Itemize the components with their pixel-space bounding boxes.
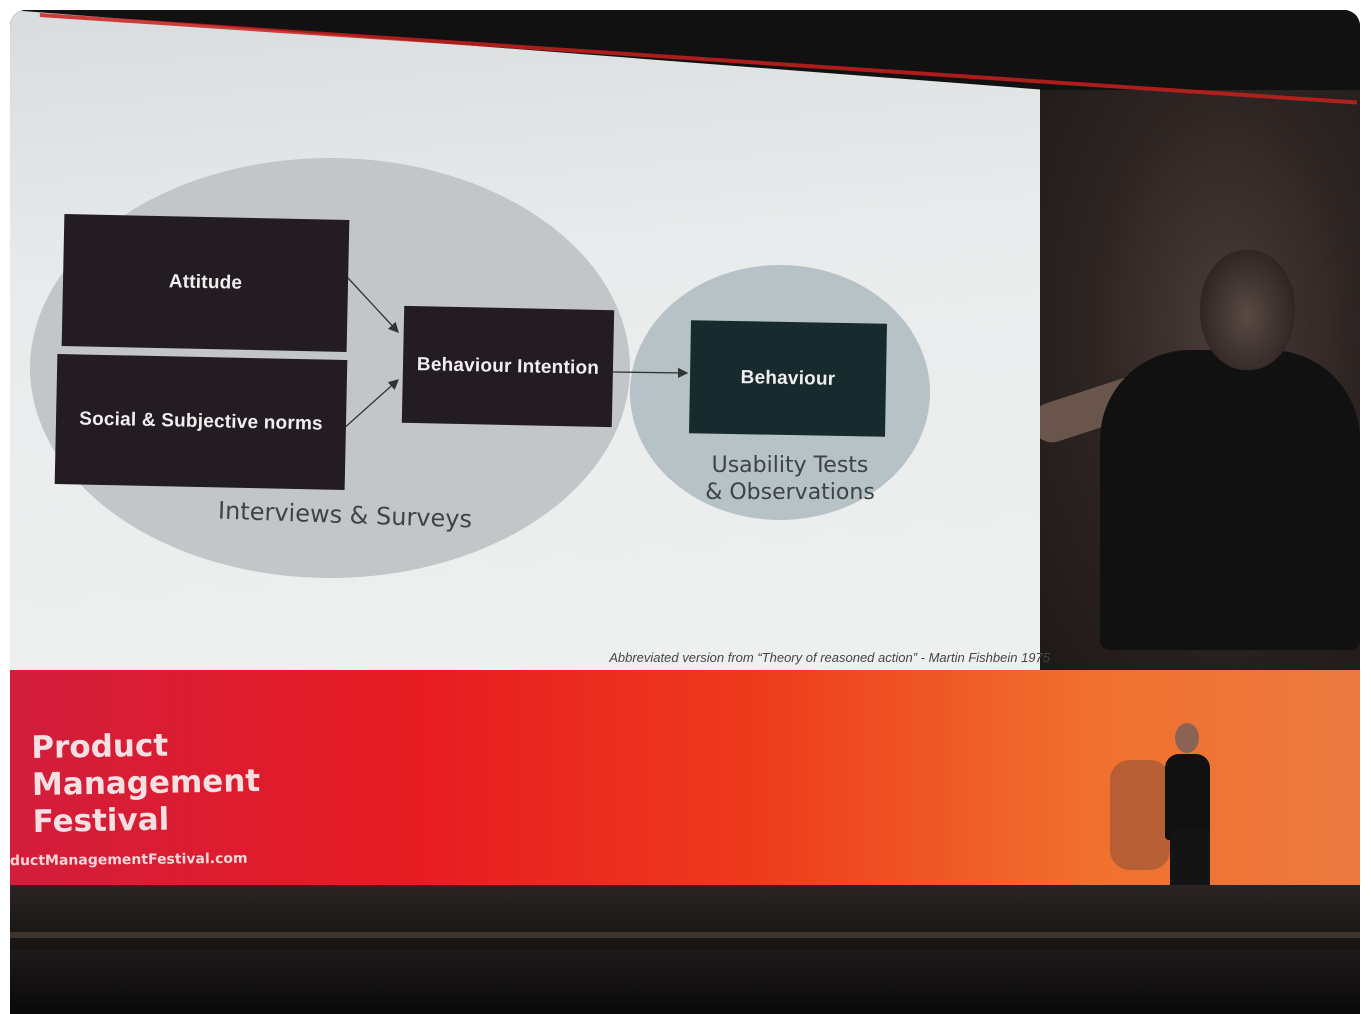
- arrow-attitude-to-intention: [347, 277, 399, 333]
- behaviour-intention-label: Behaviour Intention: [416, 353, 600, 379]
- speaker-head: [1175, 723, 1199, 753]
- behaviour-label: Behaviour: [740, 366, 836, 390]
- attitude-label: Attitude: [168, 271, 243, 294]
- usability-label: Usability Tests & Observations: [690, 452, 890, 506]
- festival-banner: [10, 670, 1360, 895]
- social-norms-box: Social & Subjective norms: [54, 353, 348, 491]
- usability-label-line2: & Observations: [705, 480, 875, 505]
- arrow-intention-to-behaviour: [612, 367, 689, 379]
- brand-line-festival: Festival: [32, 801, 170, 840]
- brand-line-product: Product: [31, 727, 169, 766]
- speaker-closeup-head: [1200, 250, 1295, 370]
- citation-text: Abbreviated version from “Theory of reas…: [609, 650, 1050, 665]
- speaker-closeup-body: [1100, 350, 1360, 650]
- behaviour-box: Behaviour: [689, 320, 887, 437]
- speaker-shadow: [1110, 760, 1170, 870]
- presentation-slide: Attitude Social & Subjective norms Behav…: [10, 10, 1040, 672]
- brand-line-management: Management: [31, 763, 261, 803]
- arrow-norms-to-intention: [341, 379, 399, 431]
- projection-screen: Attitude Social & Subjective norms Behav…: [10, 10, 1360, 890]
- festival-url: ductManagementFestival.com: [10, 850, 248, 870]
- social-norms-label: Social & Subjective norms: [78, 408, 324, 435]
- audience-area: [10, 950, 1360, 1014]
- usability-label-line1: Usability Tests: [711, 453, 869, 478]
- behaviour-intention-box: Behaviour Intention: [401, 305, 615, 428]
- speaker-body: [1165, 754, 1210, 840]
- conference-photo: Attitude Social & Subjective norms Behav…: [10, 10, 1360, 1014]
- diagram-arrows: [341, 277, 689, 431]
- festival-brand: Product Management Festival: [31, 726, 261, 841]
- stage-edge: [10, 932, 1360, 938]
- attitude-box: Attitude: [61, 214, 350, 352]
